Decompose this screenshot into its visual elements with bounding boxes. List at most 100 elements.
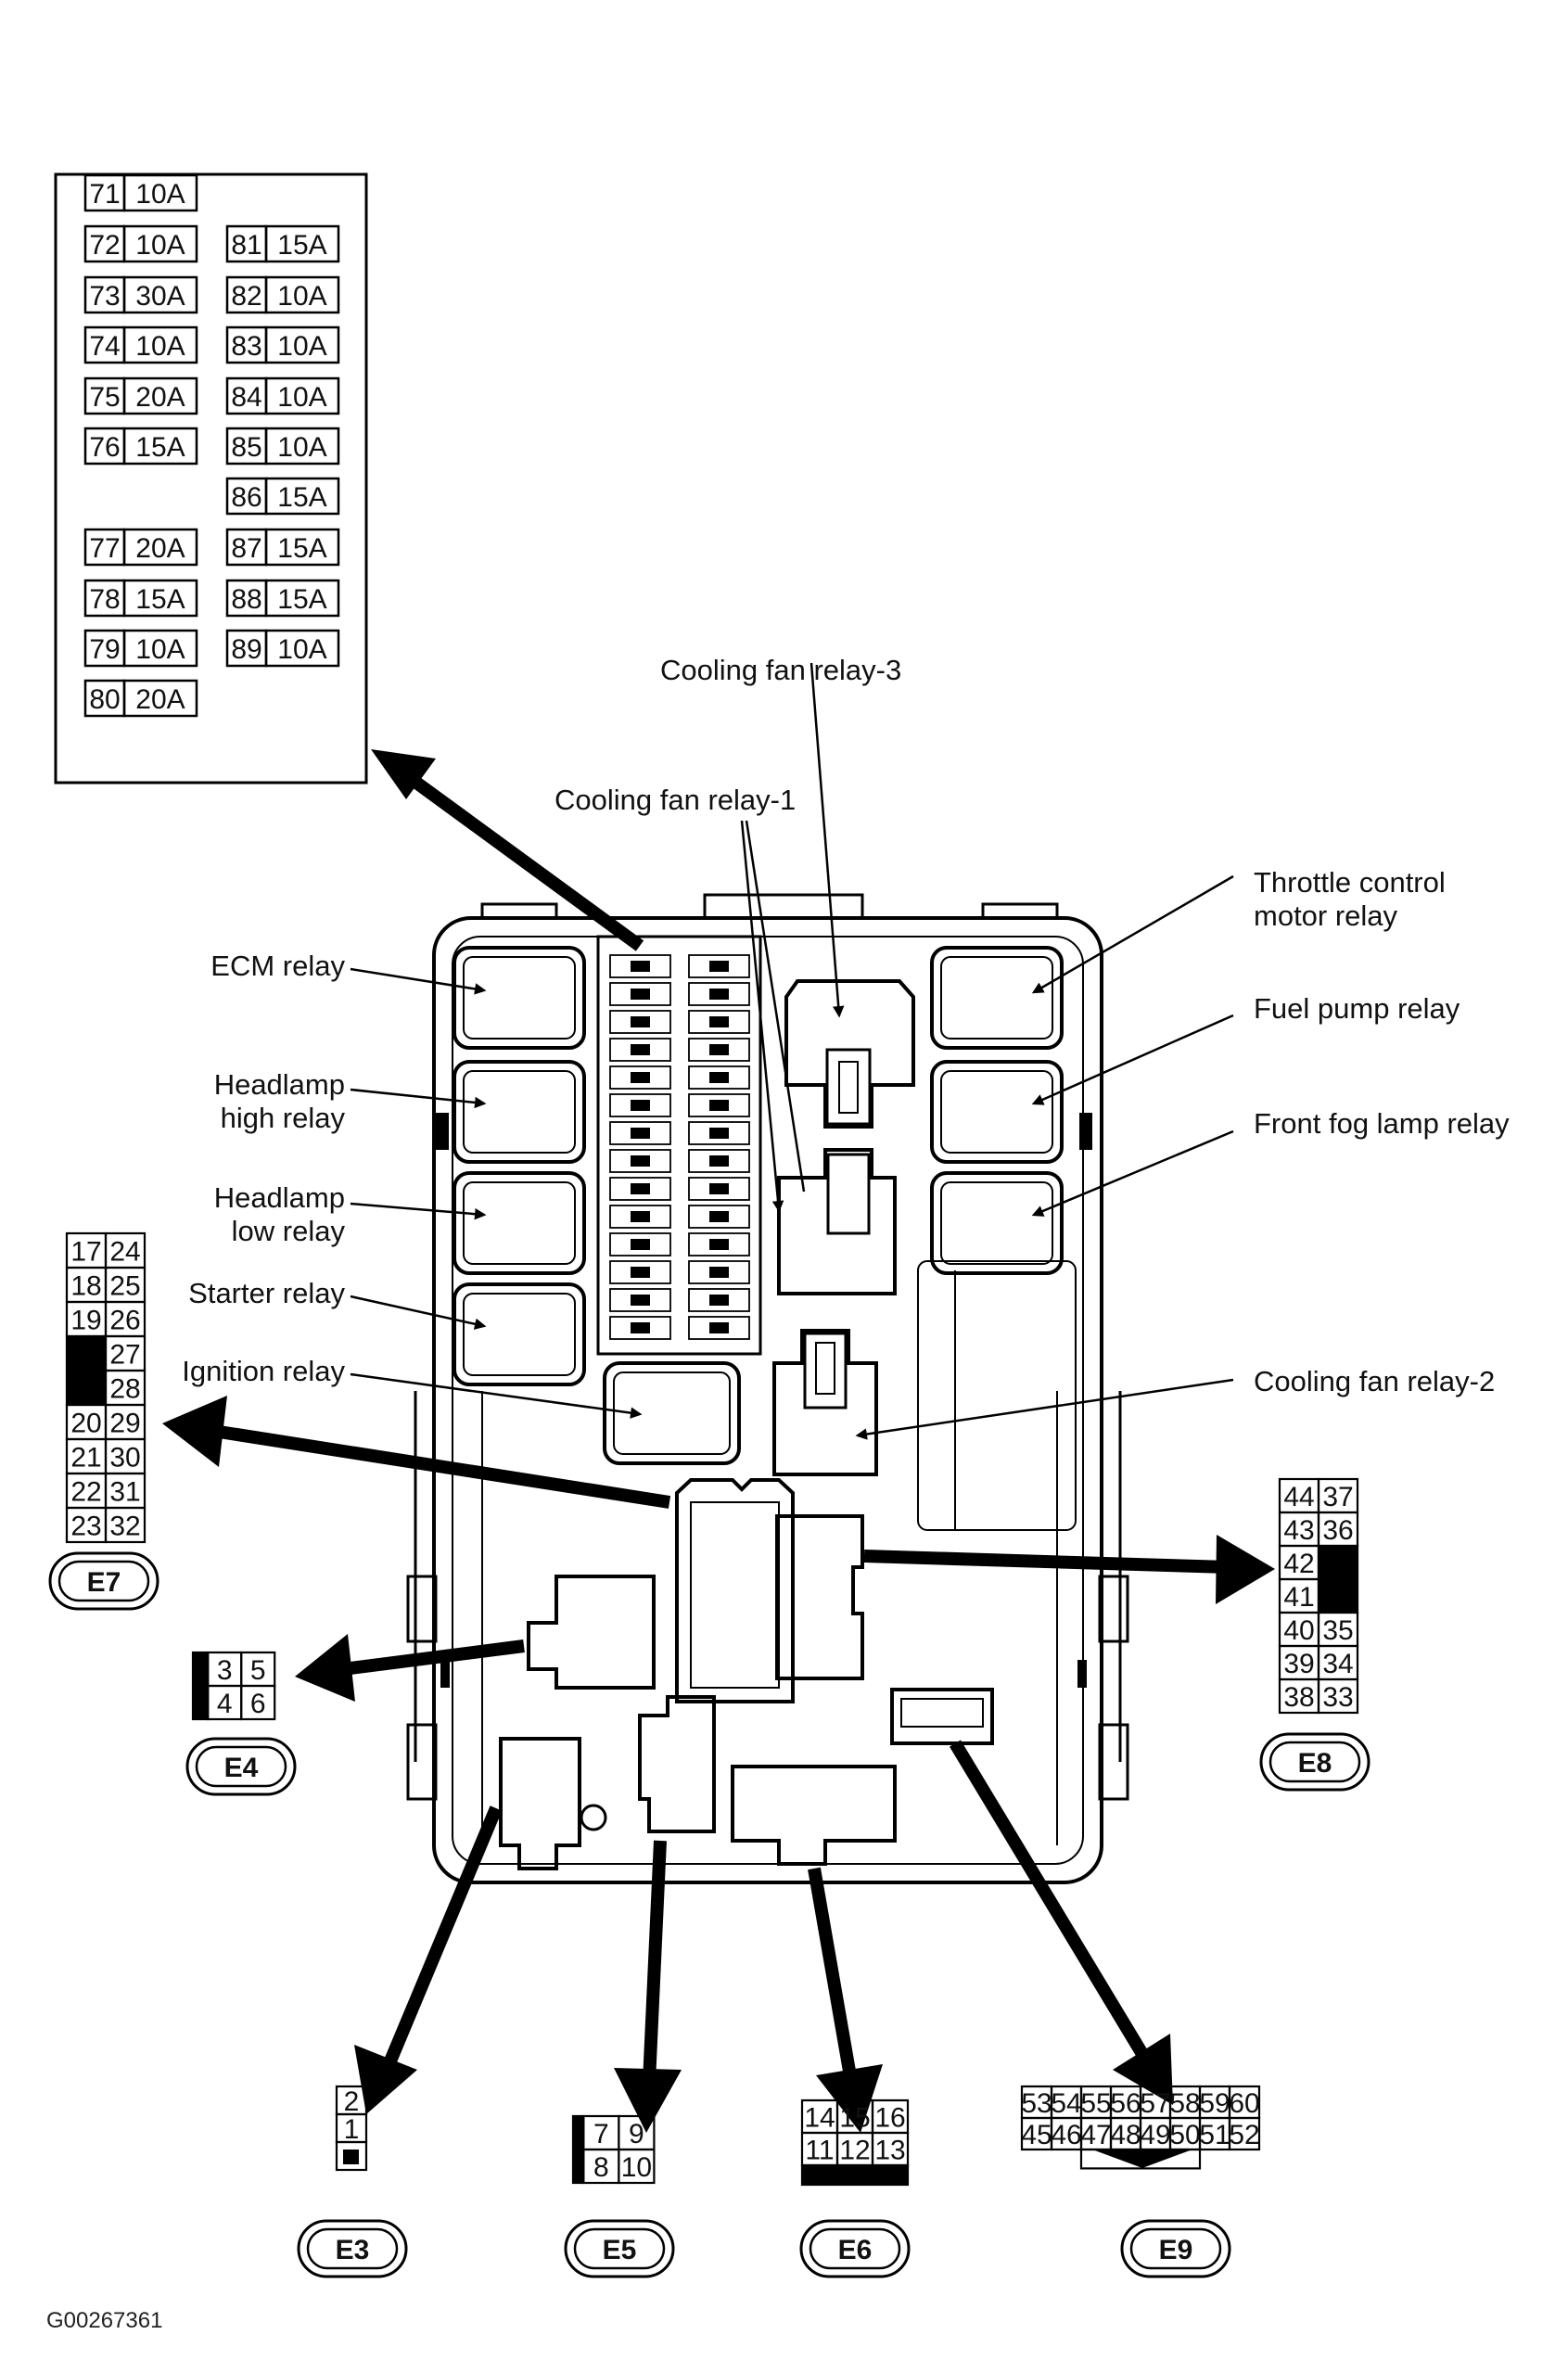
pin-label: 49 [1140, 2120, 1170, 2150]
fuse-number: 80 [89, 684, 120, 715]
pin-label: 9 [629, 2119, 644, 2150]
fuse-number: 79 [89, 634, 120, 665]
pin-label: 33 [1322, 1682, 1353, 1713]
pin-label: 41 [1283, 1582, 1314, 1613]
pin-label: 18 [70, 1271, 101, 1302]
connector-name: E9 [1159, 2235, 1193, 2265]
fuse-number: 74 [89, 331, 120, 362]
label-ecm-relay: ECM relay [210, 950, 345, 982]
fuse-rating: 15A [277, 482, 326, 513]
pin-label: 4 [217, 1689, 233, 1719]
pin-label: 11 [805, 2136, 834, 2166]
pin-label: 30 [109, 1443, 140, 1473]
fuse-entry-72: 72 10A [83, 224, 198, 263]
pin-label: 6 [250, 1689, 266, 1719]
pin-label: 35 [1322, 1615, 1353, 1646]
pin-label: 24 [109, 1237, 140, 1268]
pin-label: 20 [70, 1409, 101, 1439]
pin-label: 13 [874, 2136, 905, 2166]
fuse-rating: 20A [135, 533, 185, 564]
fuse-rating: 10A [135, 331, 185, 362]
pin-label: 21 [70, 1443, 101, 1473]
pin-label: 47 [1080, 2120, 1111, 2150]
pin-label: 17 [70, 1237, 101, 1268]
fuse-number: 71 [89, 179, 120, 210]
connector-name: E6 [838, 2235, 873, 2265]
leader-lines [350, 662, 1234, 1440]
label-fuel-pump-relay: Fuel pump relay [1254, 992, 1460, 1025]
connector-oval-E7: E7 [48, 1551, 159, 1611]
fuse-rating: 10A [135, 230, 185, 261]
fuse-number: 73 [89, 281, 120, 312]
pin-label: 52 [1229, 2120, 1259, 2150]
pin-label: 27 [109, 1340, 140, 1371]
left-relays [453, 946, 741, 1465]
connector-oval-E6: E6 [799, 2219, 911, 2278]
connector-arrows [162, 1396, 1275, 2133]
pin-label: 34 [1322, 1649, 1353, 1679]
fuse-rating: 15A [135, 432, 185, 463]
connector-oval-E4: E4 [185, 1737, 297, 1796]
pin-label: 36 [1322, 1515, 1353, 1546]
pin-grid-E3: 21 [335, 2085, 368, 2172]
label-front-fog-lamp-relay: Front fog lamp relay [1254, 1107, 1510, 1140]
pin-label: 55 [1080, 2088, 1111, 2119]
label-headlamp-high-line1: Headlamp [214, 1068, 345, 1101]
fuse-number: 72 [89, 230, 120, 261]
fuse-number: 76 [89, 432, 120, 463]
figure-code: G00267361 [46, 2308, 162, 2333]
pin-label: 39 [1283, 1649, 1314, 1679]
fuse-rating: 10A [277, 382, 326, 413]
pin-label: 1 [344, 2114, 360, 2145]
pin-label: 57 [1140, 2088, 1170, 2119]
pin-label: 5 [250, 1655, 266, 1686]
fuse-rating: 10A [277, 331, 326, 362]
fuse-number: 75 [89, 382, 120, 413]
pin-label: 22 [70, 1477, 101, 1508]
pin-label: 23 [70, 1512, 101, 1542]
fuse-number: 78 [89, 584, 120, 615]
pin-label: 54 [1051, 2088, 1081, 2119]
fuse-number: 89 [231, 634, 261, 665]
label-headlamp-low-line2: low relay [232, 1215, 346, 1247]
pin-label: 2 [344, 2086, 360, 2117]
pin-label: 19 [70, 1306, 101, 1336]
fuse-number: 88 [231, 584, 261, 615]
connector-name: E8 [1298, 1748, 1332, 1779]
pin-label: 42 [1283, 1549, 1314, 1579]
pin-label: 14 [804, 2103, 835, 2134]
fuse-number: 83 [231, 331, 261, 362]
label-headlamp-low-line1: Headlamp [214, 1181, 345, 1214]
pin-label: 7 [593, 2119, 609, 2150]
label-ignition-relay: Ignition relay [182, 1355, 345, 1387]
connector-name: E7 [87, 1567, 121, 1598]
pin-label: 31 [109, 1477, 140, 1508]
pin-label: 46 [1051, 2120, 1081, 2150]
relay-box-housing [406, 893, 1129, 1884]
label-cooling-fan-relay-2: Cooling fan relay-2 [1254, 1365, 1495, 1397]
label-cooling-fan-relay-3: Cooling fan relay-3 [660, 654, 901, 686]
pin-label: 3 [217, 1655, 233, 1686]
fuse-entry-76: 76 15A [83, 427, 198, 466]
connector-name: E4 [224, 1753, 259, 1783]
pin-label: 32 [109, 1512, 140, 1542]
label-cooling-fan-relay-1: Cooling fan relay-1 [555, 784, 796, 816]
fuse-rating: 10A [277, 432, 326, 463]
